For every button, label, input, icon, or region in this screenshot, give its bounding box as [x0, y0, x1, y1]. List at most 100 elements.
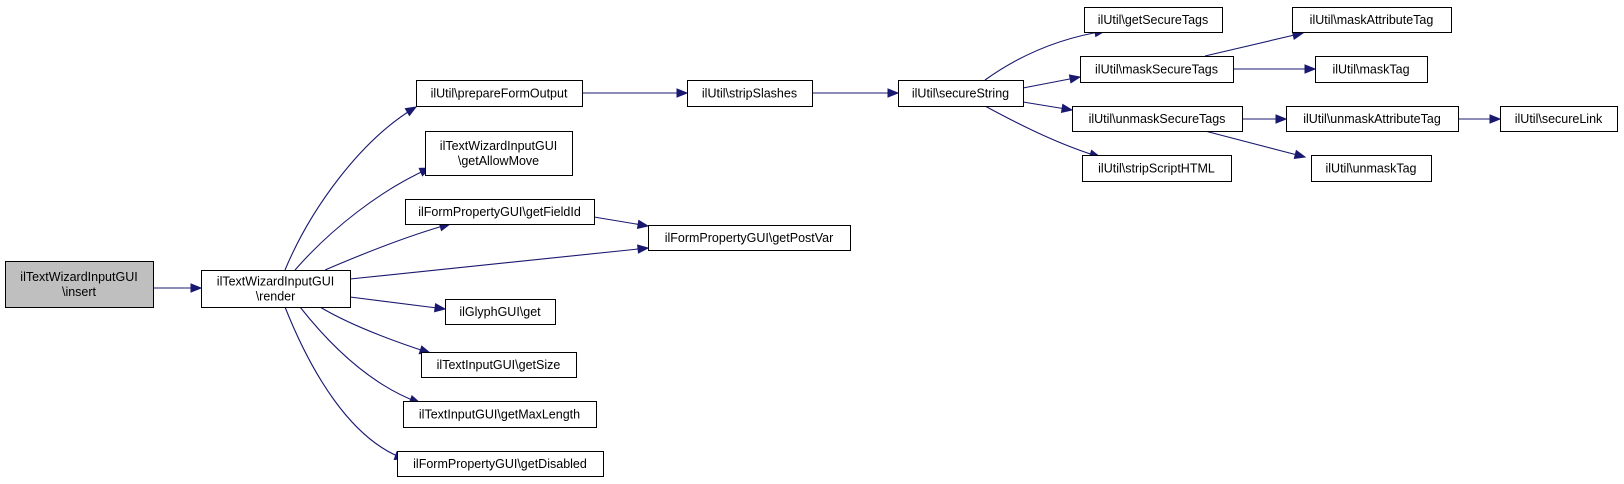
node-box: [1080, 56, 1234, 83]
arrowhead: [1060, 103, 1074, 113]
arrowhead: [404, 106, 418, 117]
node-label: ilFormPropertyGUI\getPostVar: [665, 231, 834, 245]
node-unmaskSecureTags[interactable]: ilUtil\unmaskSecureTags: [1072, 106, 1243, 132]
edge-line: [1204, 130, 1306, 158]
node-box: [421, 352, 577, 378]
nodes-layer: ilTextWizardInputGUI\insertilTextWizardI…: [5, 7, 1618, 477]
node-box: [1311, 155, 1432, 182]
edge-render-to-getMaxLength: [299, 306, 422, 404]
node-box: [445, 299, 556, 325]
edge-unmaskSecureTags-to-unmaskTag: [1204, 130, 1307, 159]
node-glyphGet[interactable]: ilGlyphGUI\get: [445, 299, 556, 325]
node-label: ilGlyphGUI\get: [459, 305, 541, 319]
node-unmaskTag[interactable]: ilUtil\unmaskTag: [1311, 155, 1432, 182]
node-getDisabled[interactable]: ilFormPropertyGUI\getDisabled: [397, 451, 604, 477]
node-box: [1082, 155, 1232, 182]
arrowhead: [1489, 114, 1502, 124]
edge-line: [299, 306, 421, 404]
edge-maskSecureTags-to-maskTag: [1233, 64, 1317, 74]
node-box: [416, 80, 583, 107]
arrowhead: [190, 283, 203, 293]
node-box: [1072, 106, 1243, 132]
node-label: ilUtil\secureString: [912, 87, 1009, 101]
node-label: ilTextWizardInputGUI: [440, 139, 557, 153]
node-box: [405, 199, 595, 225]
arrowhead: [1275, 114, 1288, 124]
node-label: ilTextWizardInputGUI: [20, 270, 137, 284]
node-stripScriptHTML[interactable]: ilUtil\stripScriptHTML: [1082, 155, 1232, 182]
node-box: [397, 451, 604, 477]
node-render[interactable]: ilTextWizardInputGUI\render: [201, 270, 351, 308]
node-maskSecureTags[interactable]: ilUtil\maskSecureTags: [1080, 56, 1234, 83]
arrowhead: [1293, 149, 1307, 159]
arrowhead: [637, 244, 650, 254]
node-insert[interactable]: ilTextWizardInputGUI\insert: [5, 261, 154, 308]
edge-line: [984, 105, 1101, 158]
arrowhead: [1068, 74, 1082, 84]
node-label: ilUtil\secureLink: [1515, 112, 1603, 126]
node-box: [5, 261, 154, 308]
edge-line: [294, 167, 431, 271]
edge-unmaskSecureTags-to-unmaskAttributeTag: [1242, 114, 1288, 124]
node-maskTag[interactable]: ilUtil\maskTag: [1315, 56, 1428, 83]
arrowhead: [676, 88, 689, 98]
node-prepareFormOutput[interactable]: ilUtil\prepareFormOutput: [416, 80, 583, 107]
edge-line: [284, 306, 406, 460]
edge-render-to-glyphGet: [349, 296, 447, 313]
node-label: \render: [256, 290, 296, 304]
edge-prepareFormOutput-to-stripSlashes: [582, 88, 689, 98]
node-label: ilUtil\maskSecureTags: [1095, 63, 1218, 77]
node-getAllowMove[interactable]: ilTextWizardInputGUI\getAllowMove: [425, 131, 573, 176]
node-label: ilUtil\prepareFormOutput: [431, 87, 568, 101]
node-label: ilUtil\stripSlashes: [702, 87, 797, 101]
edge-line: [319, 306, 431, 354]
arrowhead: [1304, 64, 1317, 74]
node-box: [1084, 7, 1223, 33]
edge-unmaskAttributeTag-to-secureLink: [1458, 114, 1502, 124]
node-label: \getAllowMove: [458, 154, 539, 168]
node-label: ilUtil\unmaskTag: [1325, 162, 1416, 176]
edge-render-to-prepareFormOutput: [284, 106, 418, 271]
node-getPostVar[interactable]: ilFormPropertyGUI\getPostVar: [648, 225, 851, 251]
node-label: ilUtil\unmaskAttributeTag: [1303, 112, 1441, 126]
node-box: [1315, 56, 1428, 83]
edge-getFieldId-to-getPostVar: [593, 216, 650, 229]
edge-line: [984, 30, 1106, 81]
node-label: ilFormPropertyGUI\getFieldId: [418, 205, 581, 219]
node-label: ilTextInputGUI\getMaxLength: [419, 408, 580, 422]
edge-line: [324, 223, 451, 271]
node-label: ilTextInputGUI\getSize: [437, 358, 561, 372]
node-unmaskAttributeTag[interactable]: ilUtil\unmaskAttributeTag: [1286, 106, 1459, 132]
node-box: [1292, 7, 1452, 33]
node-label: ilUtil\maskTag: [1332, 63, 1409, 77]
edge-render-to-getPostVar: [349, 244, 650, 280]
node-box: [201, 270, 351, 308]
node-getMaxLength[interactable]: ilTextInputGUI\getMaxLength: [403, 401, 597, 428]
edge-line: [349, 247, 649, 280]
arrowhead: [433, 302, 447, 313]
node-getSize[interactable]: ilTextInputGUI\getSize: [421, 352, 577, 378]
node-box: [1286, 106, 1459, 132]
node-box: [403, 401, 597, 428]
node-label: ilTextWizardInputGUI: [217, 275, 334, 289]
node-box: [687, 80, 813, 107]
node-box: [898, 80, 1024, 107]
node-label: ilUtil\maskAttributeTag: [1310, 13, 1434, 27]
node-maskAttributeTag[interactable]: ilUtil\maskAttributeTag: [1292, 7, 1452, 33]
node-getFieldId[interactable]: ilFormPropertyGUI\getFieldId: [405, 199, 595, 225]
node-secureString[interactable]: ilUtil\secureString: [898, 80, 1024, 107]
arrowhead: [887, 88, 900, 98]
node-box: [425, 131, 573, 176]
edge-render-to-getFieldId: [324, 222, 452, 271]
node-stripSlashes[interactable]: ilUtil\stripSlashes: [687, 80, 813, 107]
node-label: ilUtil\getSecureTags: [1098, 13, 1208, 27]
edge-line: [284, 106, 417, 271]
edge-stripSlashes-to-secureString: [812, 88, 900, 98]
node-secureLink[interactable]: ilUtil\secureLink: [1500, 106, 1618, 132]
node-label: ilUtil\unmaskSecureTags: [1089, 112, 1226, 126]
edge-line: [349, 296, 446, 310]
edge-render-to-getSize: [319, 306, 432, 355]
edge-insert-to-render: [153, 283, 203, 293]
node-getSecureTags[interactable]: ilUtil\getSecureTags: [1084, 7, 1223, 33]
